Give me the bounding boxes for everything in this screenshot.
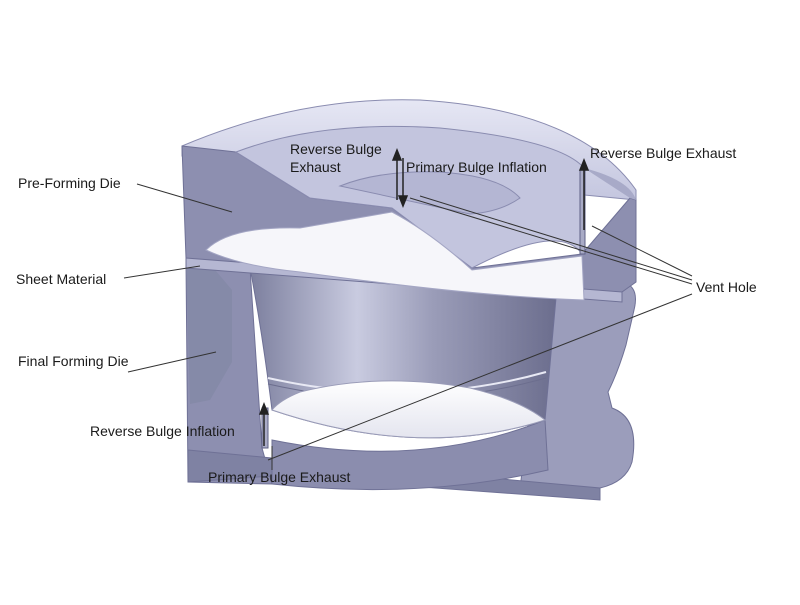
arrow-head [578,157,590,171]
final-forming-die [185,261,636,501]
label-reverse-bulge-exhaust-left-line2: Exhaust [290,159,341,175]
arrow-head [391,147,403,161]
arrow-head [397,195,409,209]
arrow-head [258,401,270,415]
leader-vent-hole-1 [409,197,693,285]
label-vent-hole: Vent Hole [696,279,757,295]
pre-forming-die [181,99,637,301]
label-primary-bulge-inflation: Primary Bulge Inflation [406,159,547,175]
leader-vent-hole-3 [591,225,693,277]
label-final-forming-die: Final Forming Die [18,353,129,369]
label-sheet-material: Sheet Material [16,271,106,287]
leader-sheet-material [123,265,201,279]
leader-lines [123,183,693,470]
label-pre-forming-die: Pre-Forming Die [18,175,121,191]
label-reverse-bulge-inflation: Reverse Bulge Inflation [90,423,235,439]
label-reverse-bulge-exhaust-left-line1: Reverse Bulge [290,141,382,157]
labels: Pre-Forming Die Sheet Material Final For… [16,141,757,485]
leader-vent-hole-4 [267,293,693,461]
leader-vent-hole-2 [419,195,693,281]
label-reverse-bulge-exhaust-right: Reverse Bulge Exhaust [590,145,736,161]
leader-pre-forming-die [136,183,233,213]
flow-arrows [258,147,590,446]
leader-final-forming-die [127,351,217,373]
label-primary-bulge-exhaust: Primary Bulge Exhaust [208,469,351,485]
